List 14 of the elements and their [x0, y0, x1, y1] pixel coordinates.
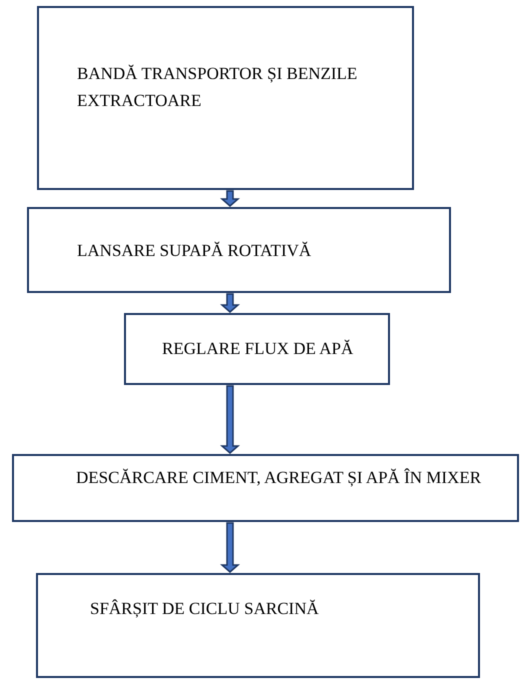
process-box — [37, 6, 414, 190]
process-box — [124, 313, 390, 385]
process-box — [36, 573, 480, 678]
process-box — [27, 207, 451, 293]
step-text: DESCĂRCARE CIMENT, AGREGAT ȘI APĂ ÎN MIXER — [76, 467, 482, 489]
step-text: BANDĂ TRANSPORTOR ȘI BENZILE EXTRACTOARE — [77, 63, 358, 112]
step-text: SFÂRȘIT DE CICLU SARCINĂ — [90, 598, 319, 620]
process-box — [12, 454, 519, 522]
block-arrow — [220, 385, 240, 454]
block-arrow — [220, 522, 240, 573]
step-text: REGLARE FLUX DE APĂ — [162, 338, 354, 360]
step-text: LANSARE SUPAPĂ ROTATIVĂ — [77, 240, 312, 262]
block-arrow — [220, 293, 240, 313]
block-arrow — [220, 190, 240, 207]
